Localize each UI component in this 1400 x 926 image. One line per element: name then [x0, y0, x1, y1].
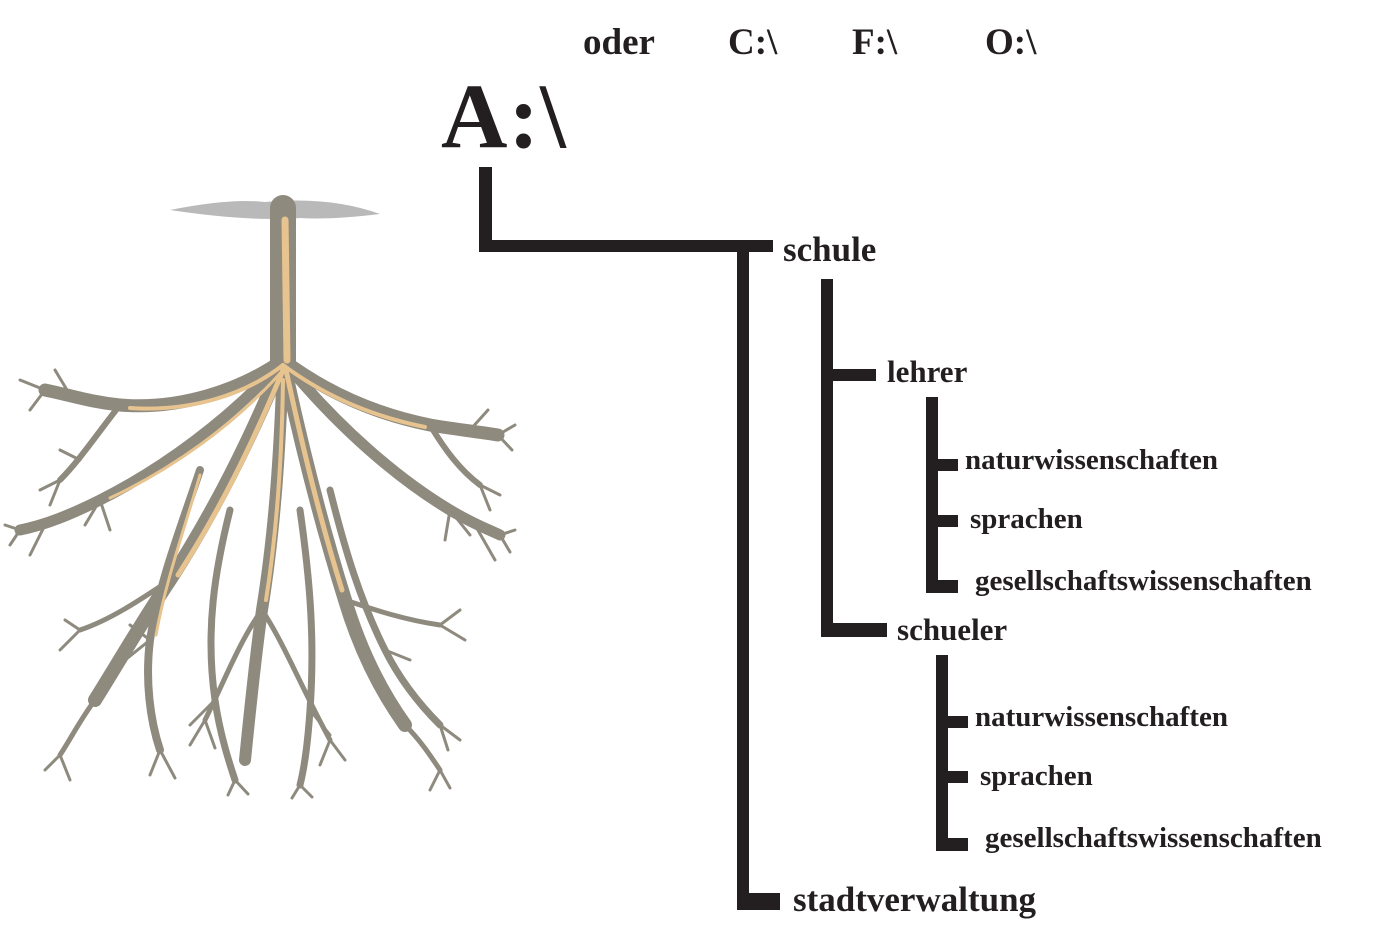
folder-schule: schule: [783, 230, 877, 269]
root-drive-label: A:\: [441, 65, 567, 167]
drive-c-label: C:\: [728, 22, 778, 63]
folder-schueler-naturwissenschaften: naturwissenschaften: [975, 701, 1228, 733]
folder-schueler-gesellschaftswissenschaften: gesellschaftswissenschaften: [985, 822, 1322, 854]
tree-roots-illustration: [3, 195, 517, 800]
drive-f-label: F:\: [852, 22, 898, 63]
oder-label: oder: [583, 22, 655, 63]
folder-schueler: schueler: [897, 612, 1008, 647]
folder-stadtverwaltung: stadtverwaltung: [793, 880, 1037, 919]
drive-o-label: O:\: [985, 22, 1037, 63]
folder-lehrer-sprachen: sprachen: [970, 503, 1083, 535]
folder-lehrer-naturwissenschaften: naturwissenschaften: [965, 444, 1218, 476]
folder-lehrer: lehrer: [887, 354, 968, 389]
folder-schueler-sprachen: sprachen: [980, 760, 1093, 792]
folder-lehrer-gesellschaftswissenschaften: gesellschaftswissenschaften: [975, 565, 1312, 597]
